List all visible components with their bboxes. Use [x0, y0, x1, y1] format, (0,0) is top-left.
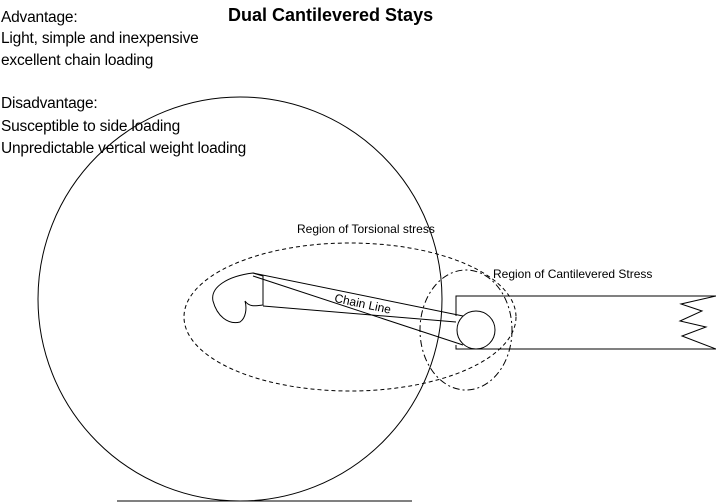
- cantilevered-stress-label: Region of Cantilevered Stress: [493, 267, 653, 281]
- torsional-stress-label: Region of Torsional stress: [297, 222, 435, 236]
- cantilevered-stress-region: [419, 269, 513, 391]
- advantage-item-1: Light, simple and inexpensive: [1, 30, 199, 47]
- rear-dropout-hook: [212, 272, 264, 324]
- chain-stay-lower: [252, 275, 464, 346]
- chain-stay-upper: [252, 272, 464, 317]
- chain-line: [262, 305, 457, 323]
- advantage-heading: Advantage:: [1, 9, 78, 26]
- advantage-item-2: excellent chain loading: [1, 52, 154, 69]
- disadvantage-heading: Disadvantage:: [1, 95, 98, 112]
- disadvantage-item-1: Susceptible to side loading: [1, 118, 181, 135]
- bottom-bracket-circle: [456, 310, 496, 350]
- torsional-stress-region: [183, 242, 517, 392]
- page-title: Dual Cantilevered Stays: [228, 5, 434, 25]
- frame-tube-stub: [455, 295, 716, 350]
- disadvantage-item-2: Unpredictable vertical weight loading: [1, 140, 247, 157]
